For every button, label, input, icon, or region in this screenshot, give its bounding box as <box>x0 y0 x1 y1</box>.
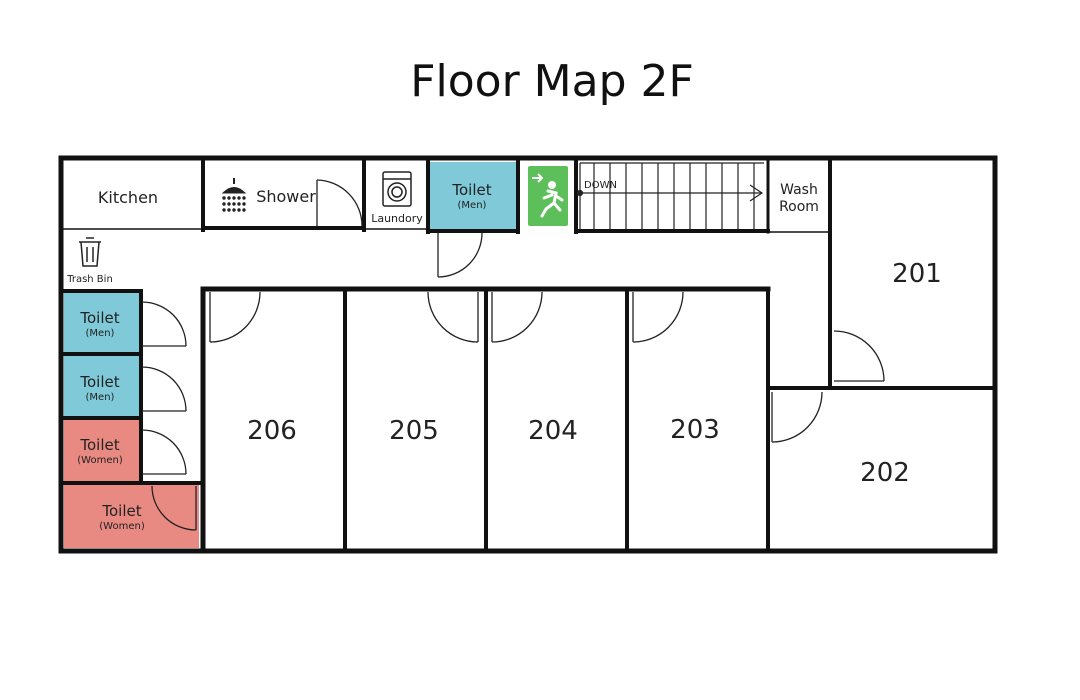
page-title: Floor Map 2F <box>410 56 694 107</box>
toilet-top-fill <box>430 162 516 230</box>
emergency-exit-icon <box>528 166 568 226</box>
toilet-top-sub: (Men) <box>458 200 487 211</box>
toilet-left-2-fill <box>64 356 139 416</box>
stairs <box>576 162 764 229</box>
trash-bin-icon <box>79 237 101 267</box>
room-206: 206 <box>247 416 297 446</box>
room-204: 204 <box>528 416 578 446</box>
kitchen-label: Kitchen <box>98 188 158 207</box>
wash-room-label-1: Wash <box>780 182 818 198</box>
shower-label: Shower <box>256 187 316 206</box>
toilet-left-4-label: Toilet <box>101 502 141 520</box>
shower-icon <box>221 178 247 212</box>
toilet-left-3-fill <box>64 420 139 481</box>
doors <box>141 179 885 531</box>
toilet-left-4-fill <box>64 485 199 548</box>
toilet-left-2-sub: (Men) <box>86 392 115 403</box>
room-205: 205 <box>389 416 439 446</box>
trash-label: Trash Bin <box>66 274 113 285</box>
toilet-left-4-sub: (Women) <box>99 521 145 532</box>
toilet-left-1-fill <box>64 293 139 352</box>
room-201: 201 <box>892 259 942 289</box>
toilet-left-1-sub: (Men) <box>86 328 115 339</box>
toilet-top-label: Toilet <box>451 181 491 199</box>
laundry-label: Laundory <box>371 212 423 225</box>
toilet-left-2-label: Toilet <box>79 373 119 391</box>
toilet-left-3-label: Toilet <box>79 436 119 454</box>
washing-machine-icon <box>382 171 412 207</box>
walls <box>58 155 998 554</box>
stairs-down-label: DOWN <box>584 180 617 191</box>
toilet-left-3-sub: (Women) <box>77 455 123 466</box>
room-203: 203 <box>670 415 720 445</box>
toilet-left-1-label: Toilet <box>79 309 119 327</box>
wash-room-label-2: Room <box>779 199 819 215</box>
room-202: 202 <box>860 458 910 488</box>
